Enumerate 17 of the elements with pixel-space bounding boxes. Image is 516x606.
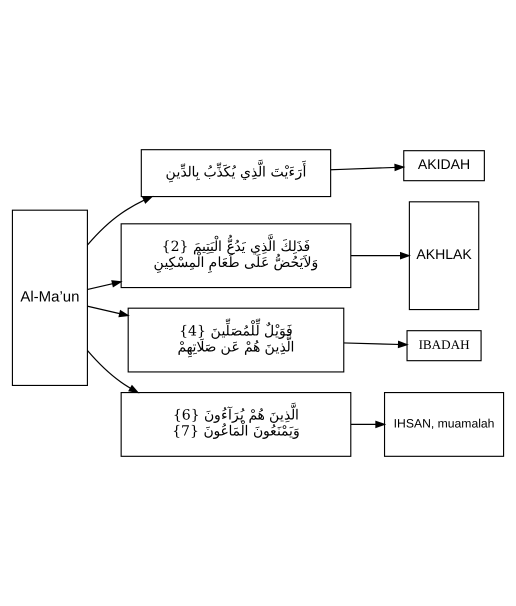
arrow	[350, 252, 411, 260]
node-box: فَذَلِكَ الَّذِي يَدُعُّ الْيَتِيمَ {2} وَلاَيَحُضُّ عَلَى طَعَامِ الْمِسْكِينِ	[120, 223, 352, 288]
arrow	[88, 280, 123, 290]
node-box: الَّذِينَ هُمْ يُرَآءُونَ {6} وَيَمْنَعُونَ الْمَاعُونَ {7}	[120, 392, 352, 457]
arrow	[350, 420, 386, 428]
node-box: أَرَءَيْتَ الَّذِي يُكَذِّبُ بِالدِّينِ	[140, 149, 332, 198]
arrow	[330, 164, 406, 172]
arrow	[87, 196, 154, 246]
node-box: IBADAH	[406, 330, 482, 362]
node-box: فَوَيْلٌ لِّلْمُصَلِّينَ {4} الَّذِينَ هُمْ عَن صَلَاتِهِمْ	[128, 308, 344, 372]
node-box: Al-Ma’un	[12, 210, 88, 386]
arrow	[88, 306, 130, 318]
node-box: AKIDAH	[403, 150, 485, 182]
arrow	[87, 350, 140, 394]
node-box: AKHLAK	[408, 201, 480, 310]
arrow	[344, 340, 409, 348]
node-box: IHSAN, muamalah	[384, 392, 504, 457]
